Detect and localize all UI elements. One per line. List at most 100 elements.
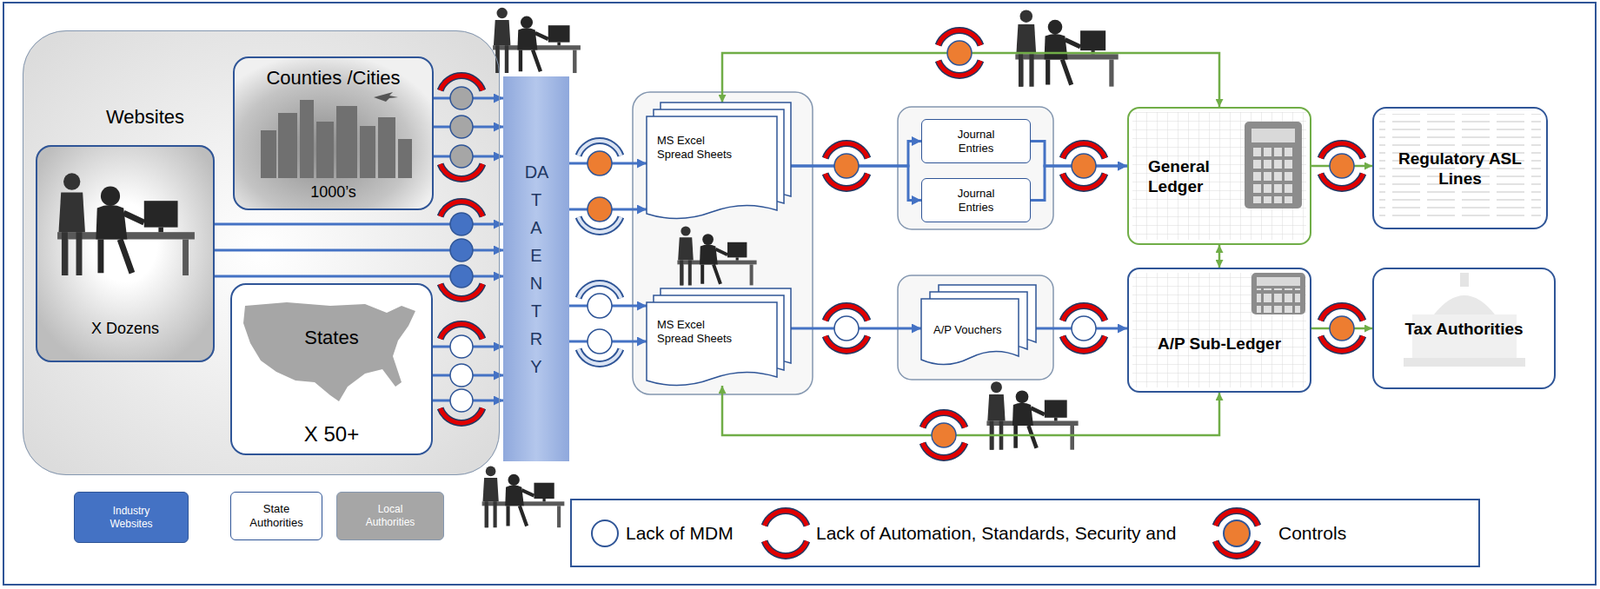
control-bracket — [922, 443, 966, 459]
node-label: Journal Entries — [949, 186, 1003, 215]
ledger-illustration — [1127, 106, 1312, 246]
control-bracket — [938, 30, 982, 46]
document-stack-outline — [646, 102, 791, 223]
status-circle — [450, 145, 473, 168]
status-circle — [587, 151, 612, 176]
control-bracket — [1321, 143, 1364, 159]
status-circle — [931, 423, 957, 448]
node-label: X 50+ — [304, 421, 359, 447]
data-entry-band: DA T A E N T R Y — [503, 76, 570, 462]
control-bracket — [1062, 336, 1106, 352]
control-bracket — [440, 284, 484, 299]
paper-illustration — [1372, 106, 1548, 230]
control-bracket — [922, 412, 966, 428]
status-circle — [450, 212, 473, 236]
legend-label: Lack of Automation, Standards, Security … — [816, 523, 1176, 545]
control-bracket — [825, 336, 869, 352]
control-bracket — [440, 164, 484, 180]
status-circles — [450, 40, 1355, 547]
status-circle — [834, 316, 859, 341]
legend-label: State Authorities — [241, 502, 312, 531]
control-bracket — [1062, 143, 1106, 159]
node-label: Journal Entries — [949, 127, 1003, 156]
control-bracket — [578, 140, 622, 156]
control-bracket — [578, 349, 622, 365]
output-box: Tax Authorities — [1372, 267, 1556, 390]
people-box: X Dozens — [35, 145, 215, 363]
group-panel — [897, 275, 1054, 380]
connector — [722, 385, 1220, 436]
legend-row: Lack of MDM Lack of Automation, Standards… — [570, 499, 1480, 567]
status-circle — [1071, 316, 1096, 341]
people-illustration — [492, 7, 581, 74]
journal-box: Journal Entries — [921, 119, 1031, 164]
region-fill — [22, 30, 500, 476]
box-fill — [35, 145, 215, 363]
people-illustration — [57, 172, 195, 276]
box-fill — [232, 56, 434, 211]
legend-symbol — [1223, 520, 1250, 547]
ledger-box: General Ledger — [1127, 106, 1312, 246]
group-panel — [632, 92, 813, 395]
control-bracket — [578, 283, 622, 299]
city-skyline — [260, 92, 412, 179]
ledger-illustration — [1127, 267, 1312, 393]
legend-frame — [570, 499, 1480, 567]
group-panel — [897, 106, 1054, 230]
control-bracket — [440, 324, 484, 339]
control-bracket — [1321, 305, 1364, 321]
node-label: Counties /Cities — [265, 66, 400, 90]
status-circle — [450, 335, 473, 359]
status-circle — [450, 265, 473, 288]
status-circle — [1329, 316, 1355, 341]
control-bracket — [825, 173, 869, 189]
connector — [722, 53, 1220, 107]
authority-box: Counties /Cities 1000’s — [232, 56, 434, 211]
legend-label: Industry Websites — [100, 504, 162, 532]
legend-symbol — [764, 511, 808, 526]
outer-frame — [3, 2, 1596, 585]
control-bracket — [1062, 173, 1106, 189]
status-circle — [587, 329, 612, 354]
people-illustration — [677, 225, 757, 286]
legend-symbol — [1215, 541, 1259, 557]
status-circle — [450, 389, 473, 412]
node-label: DA T A E N T R Y — [524, 158, 549, 381]
status-circle — [587, 197, 612, 222]
status-circle — [947, 40, 972, 66]
status-circle — [450, 239, 473, 262]
legend-symbol — [591, 520, 618, 547]
people-illustration — [1015, 9, 1118, 87]
authority-box: StatesX 50+ — [230, 283, 433, 456]
node-label: X Dozens — [91, 318, 160, 339]
document-page — [921, 298, 1019, 366]
status-circle — [834, 153, 859, 179]
legend-label: Controls — [1278, 523, 1347, 545]
control-bracket — [440, 201, 484, 217]
node-label: MS Excel Spread Sheets — [657, 318, 740, 346]
control-bracket — [938, 60, 982, 76]
box-fill — [230, 283, 433, 456]
legend-swatch: Industry Websites — [73, 491, 189, 544]
journal-box: Journal Entries — [921, 178, 1031, 223]
node-label: Regulatory ASL Lines — [1386, 148, 1534, 189]
node-label: General Ledger — [1148, 156, 1227, 197]
control-bracket — [1321, 173, 1364, 189]
ledger-box: A/P Sub-Ledger — [1127, 267, 1312, 393]
node-label: MS Excel Spread Sheets — [657, 133, 740, 162]
node-label: A/P Sub-Ledger — [1157, 333, 1282, 354]
control-bracket — [440, 408, 484, 424]
legend-label: Lack of MDM — [625, 523, 734, 545]
websites-region: WebsitesCounties /Cities1000’sX DozensSt… — [22, 30, 500, 476]
legend-label: Local Authorities — [355, 503, 425, 530]
legend-swatch: Local Authorities — [336, 491, 445, 541]
node-label: 1000’s — [310, 182, 357, 202]
status-circle — [450, 86, 473, 110]
output-box: Regulatory ASL Lines — [1372, 106, 1548, 230]
status-circle — [1071, 153, 1096, 179]
document-page — [646, 116, 777, 220]
us-map — [243, 302, 416, 402]
control-bracket — [1321, 336, 1364, 352]
